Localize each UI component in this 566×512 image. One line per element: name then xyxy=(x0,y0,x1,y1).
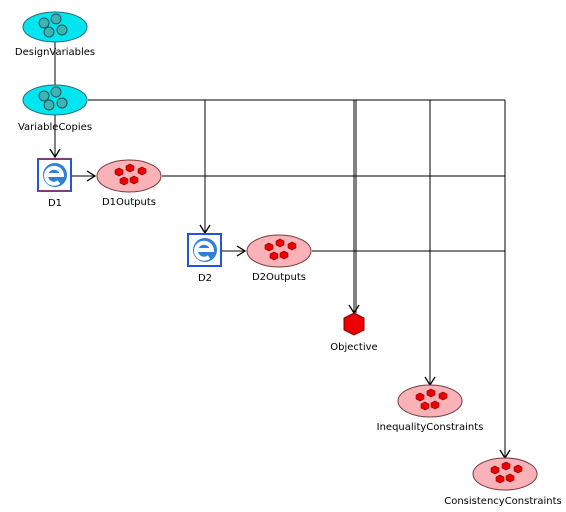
objective-hexagon-icon xyxy=(343,312,365,336)
outputs-icon xyxy=(490,461,523,484)
outputs-icon xyxy=(114,163,147,186)
consistencyconstraints-shape xyxy=(472,457,538,491)
d2outputs-shape xyxy=(246,234,312,268)
node-d2outputs[interactable]: D2Outputs xyxy=(246,234,312,283)
e-icon xyxy=(43,163,67,187)
node-label: D1Outputs xyxy=(102,197,156,208)
node-inequalityconstraints[interactable]: InequalityConstraints xyxy=(377,384,484,433)
outputs-icon xyxy=(264,238,297,261)
node-label: InequalityConstraints xyxy=(377,422,484,433)
d1outputs-shape xyxy=(96,159,162,193)
edges xyxy=(49,40,511,460)
variables-icon xyxy=(38,86,68,111)
node-label: D1 xyxy=(48,198,62,209)
variablecopies-shape xyxy=(22,84,88,116)
node-consistencyconstraints[interactable]: ConsistencyConstraints xyxy=(444,457,562,507)
node-label: D2 xyxy=(198,273,212,284)
node-d2[interactable]: D2 xyxy=(187,233,222,284)
node-variablecopies[interactable]: VariableCopies xyxy=(18,84,92,133)
node-label: Objective xyxy=(330,342,377,353)
node-d1outputs[interactable]: D1Outputs xyxy=(96,159,162,208)
node-label: VariableCopies xyxy=(18,122,92,133)
node-designvariables[interactable]: DesignVariables xyxy=(15,11,95,58)
e-icon xyxy=(193,238,217,262)
designvariables-shape xyxy=(22,11,88,43)
inequalityconstraints-shape xyxy=(397,384,463,418)
node-label: ConsistencyConstraints xyxy=(444,496,562,507)
outputs-icon xyxy=(415,388,448,411)
node-label: DesignVariables xyxy=(15,47,95,58)
node-objective[interactable]: Objective xyxy=(330,312,378,353)
node-label: D2Outputs xyxy=(252,272,306,283)
node-d1[interactable]: D1 xyxy=(37,158,72,209)
variables-icon xyxy=(38,13,68,38)
